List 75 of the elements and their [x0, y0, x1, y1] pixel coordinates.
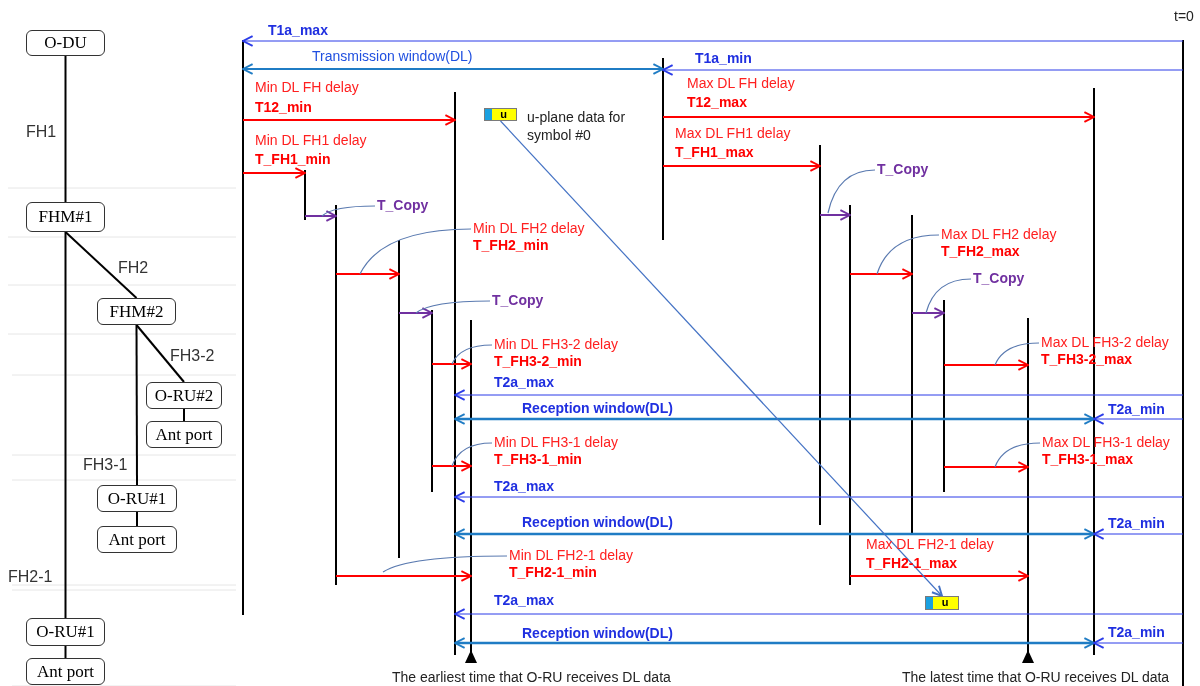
timing-label: T_FH2_min [473, 237, 550, 254]
delay-label: Min DL FH2-1 delay [509, 547, 633, 564]
link-line [135, 324, 185, 383]
timing-label: T_Copy [492, 292, 544, 309]
device-box: Ant port [26, 658, 105, 685]
timing-label: T1a_min [695, 50, 752, 67]
edge-label: FH3-1 [83, 456, 128, 474]
device-box: FHM#2 [97, 298, 176, 325]
device-box: Ant port [97, 526, 177, 553]
time-marker-label: The latest time that O-RU receives DL data [902, 669, 1170, 686]
link-line [64, 231, 67, 619]
delay-label: Max DL FH delay [687, 75, 795, 92]
data-block: u [925, 596, 959, 610]
timing-label: T_FH2-1_min [509, 564, 598, 581]
timing-label: T12_max [687, 94, 747, 111]
device-box: Ant port [146, 421, 222, 448]
delay-label: Min DL FH1 delay [255, 132, 367, 149]
edge-label: FH3-2 [170, 347, 215, 365]
timing-label: T_FH1_max [675, 144, 754, 161]
edge-label: FH1 [26, 123, 57, 141]
link-line [135, 324, 138, 486]
leader-line [359, 228, 472, 275]
timing-label: T_Copy [973, 270, 1025, 287]
edge-label: FH2 [118, 259, 149, 277]
window-label: Reception window(DL) [522, 400, 673, 417]
data-block: u [484, 108, 517, 121]
arrow [499, 120, 943, 597]
link-line [136, 511, 138, 527]
timing-label: T2a_max [494, 592, 554, 609]
delay-label: Min DL FH3-1 delay [494, 434, 618, 451]
device-box: O-RU#2 [146, 382, 222, 409]
timing-label: T2a_min [1108, 401, 1165, 418]
device-box: O-DU [26, 30, 105, 56]
leader-line [451, 442, 493, 467]
timing-label: T_FH3-2_min [494, 353, 583, 370]
timing-label: T2a_max [494, 374, 554, 391]
timing-label: T2a_min [1108, 515, 1165, 532]
edge-label: FH2-1 [8, 568, 53, 586]
delay-label: Max DL FH2-1 delay [866, 536, 994, 553]
window-label: Transmission window(DL) [312, 48, 473, 65]
timing-label: T_Copy [377, 197, 429, 214]
device-box: O-RU#1 [97, 485, 177, 512]
leader-line [415, 300, 491, 314]
link-line [64, 231, 138, 299]
delay-label: Max DL FH2 delay [941, 226, 1057, 243]
timing-label: T_Copy [877, 161, 929, 178]
leader-line [321, 205, 376, 217]
timing-label: T_FH3-1_min [494, 451, 583, 468]
timing-label: T12_min [255, 99, 312, 116]
delay-label: Max DL FH1 delay [675, 125, 791, 142]
device-box: FHM#1 [26, 202, 105, 232]
window-label: Reception window(DL) [522, 625, 673, 642]
timing-label: T2a_max [494, 478, 554, 495]
link-line [183, 408, 185, 422]
delay-label: Min DL FH delay [255, 79, 359, 96]
delay-label: Min DL FH2 delay [473, 220, 585, 237]
timing-label: T_FH2_max [941, 243, 1021, 260]
time-zero-label: t=0 [1174, 8, 1194, 25]
timing-label: T2a_min [1108, 624, 1165, 641]
leader-line [382, 555, 508, 573]
time-marker-label: The earliest time that O-RU receives DL data [392, 669, 671, 686]
window-label: Reception window(DL) [522, 514, 673, 531]
leader-line [876, 234, 940, 275]
leader-line [451, 344, 493, 365]
leader-line [994, 442, 1041, 468]
leader-line [925, 278, 972, 314]
timing-label: T_FH1_min [255, 151, 331, 168]
timing-label: T1a_max [268, 22, 328, 39]
link-line [64, 55, 67, 203]
delay-label: Min DL FH3-2 delay [494, 336, 618, 353]
leader-line [994, 342, 1040, 366]
leader-line [827, 169, 876, 214]
node-caption: u-plane data for symbol #0 [527, 108, 627, 144]
device-box: O-RU#1 [26, 618, 105, 646]
link-line [64, 645, 67, 659]
